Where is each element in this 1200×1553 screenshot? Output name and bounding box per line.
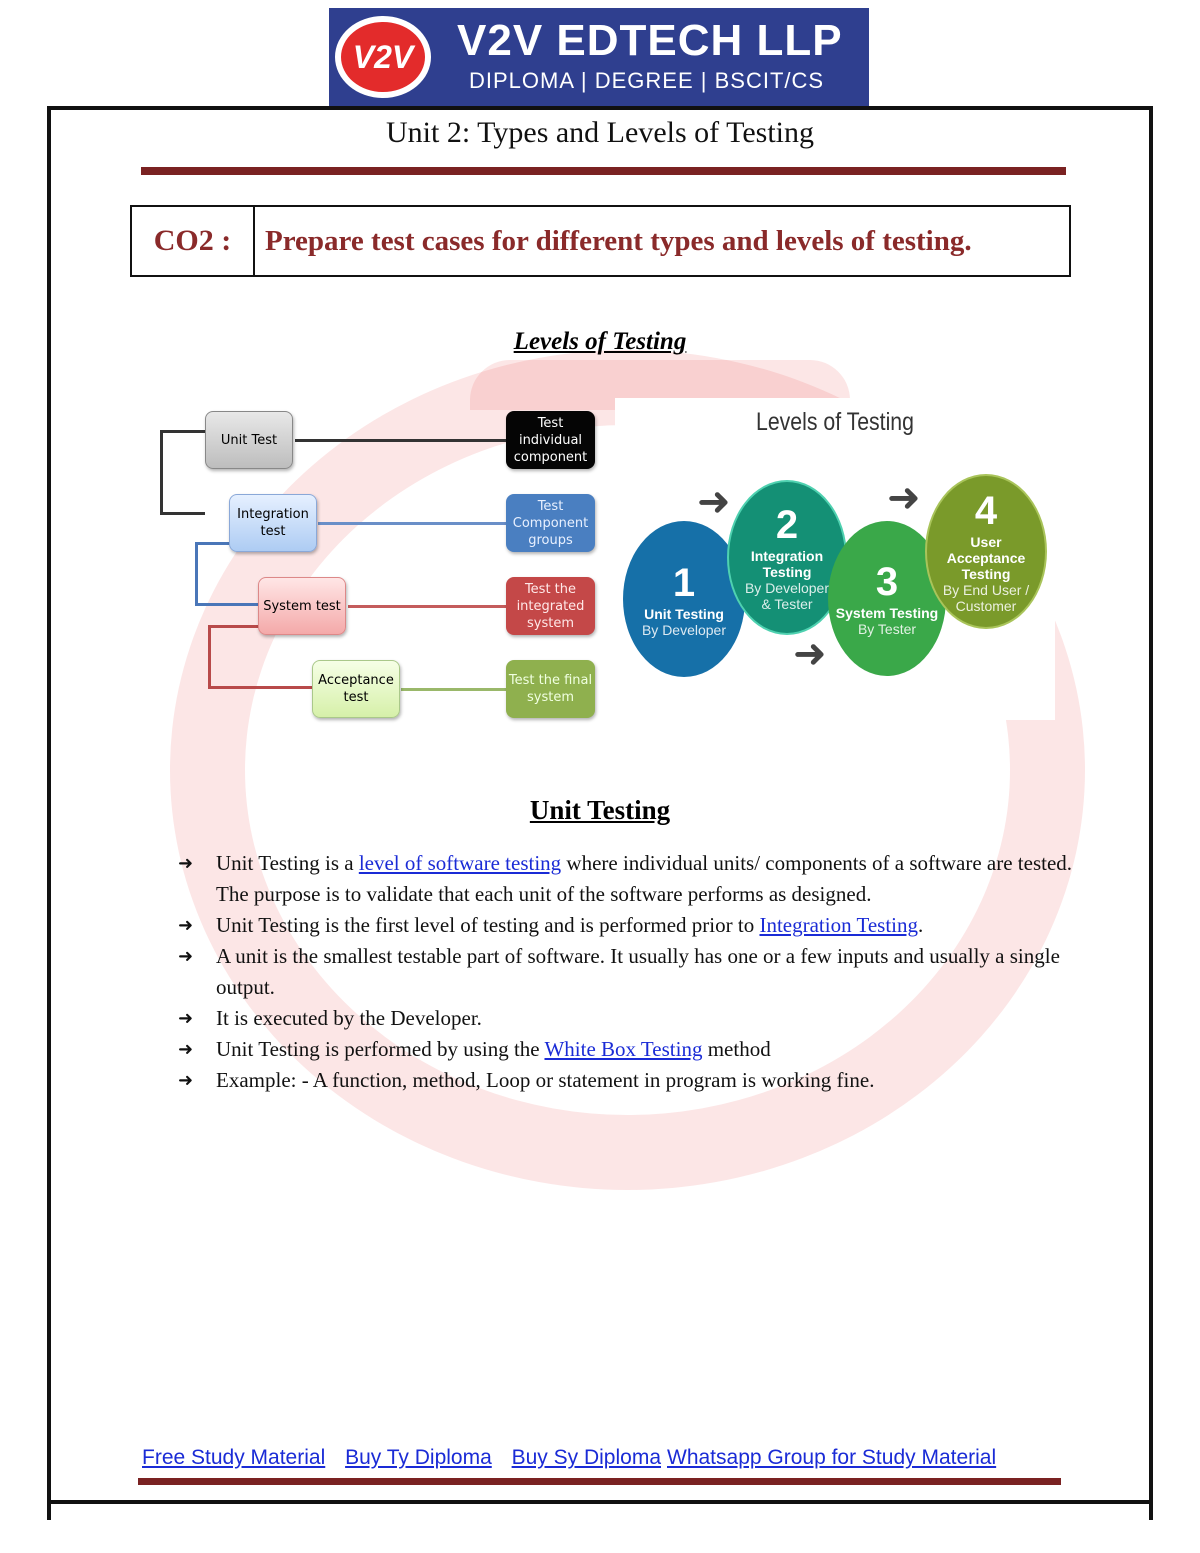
link-level-of-software-testing[interactable]: level of software testing	[358, 851, 562, 875]
list-item: ➜ Unit Testing is the first level of test…	[178, 910, 1108, 941]
text: .	[918, 913, 924, 937]
text: It is executed by the Developer.	[216, 1006, 482, 1030]
link-buy-sy-diploma[interactable]: Buy Sy Diploma	[511, 1446, 661, 1469]
footer-divider	[138, 1478, 1061, 1485]
arrow	[348, 605, 508, 608]
text: Example: - A function, method, Loop or s…	[216, 1068, 875, 1092]
text: A unit is the smallest testable part of …	[216, 944, 1060, 999]
step-name: Unit Testing	[644, 605, 724, 622]
list-item: ➜ Example: - A function, method, Loop or …	[178, 1065, 1108, 1096]
arrow-bullet-icon: ➜	[178, 853, 194, 873]
page-frame	[47, 106, 1153, 1504]
text: Unit Testing is performed by using the	[216, 1037, 545, 1061]
link-buy-ty-diploma[interactable]: Buy Ty Diploma	[345, 1446, 492, 1469]
step-number: 3	[875, 560, 899, 604]
step-number: 4	[974, 489, 998, 533]
logo-banner: V2V V2V EDTECH LLP DIPLOMA | DEGREE | BS…	[329, 8, 869, 106]
co-label: CO2 :	[132, 207, 255, 275]
arrow-bullet-icon: ➜	[178, 1039, 194, 1059]
arrow	[295, 439, 507, 442]
list-item: ➜ Unit Testing is a level of software tes…	[178, 848, 1108, 910]
step-1-circle: 1 Unit Testing By Developer	[623, 521, 745, 677]
step-name: Integration Testing	[750, 548, 824, 580]
desc-box-integration: Test Component groups	[506, 494, 595, 552]
step-name: System Testing	[835, 605, 939, 621]
step-owner: By End User / Customer	[942, 582, 1030, 614]
text: where individual units/ components of a …	[216, 851, 1073, 906]
connector	[160, 430, 205, 515]
link-integration-testing[interactable]: Integration Testing	[759, 913, 918, 937]
desc-box-unit: Test individual component	[506, 411, 595, 469]
desc-box-system: Test the integrated system	[506, 577, 595, 635]
arrow-bullet-icon: ➜	[178, 946, 194, 966]
title-divider	[141, 167, 1066, 175]
frame-edge	[1149, 1500, 1153, 1520]
system-test-box: System test	[258, 577, 346, 635]
arrow-icon: ➜	[793, 631, 827, 676]
arrow-icon: ➜	[697, 479, 731, 524]
unit-testing-list: ➜ Unit Testing is a level of software tes…	[178, 848, 1108, 1096]
step-owner: By Developer & Tester	[744, 580, 830, 612]
step-number: 1	[672, 560, 696, 605]
list-item: ➜ It is executed by the Developer.	[178, 1003, 1108, 1034]
text: Unit Testing is a	[216, 851, 359, 875]
step-name: User Acceptance Testing	[946, 534, 1026, 582]
text: method	[702, 1037, 771, 1061]
step-4-circle: 4 User Acceptance Testing By End User / …	[925, 474, 1047, 629]
footer-links: Free Study Material Buy Ty Diploma Buy S…	[142, 1446, 1010, 1470]
step-owner: By Developer	[641, 621, 727, 638]
unit-testing-heading: Unit Testing	[529, 795, 671, 825]
acceptance-test-box: Acceptance test	[312, 660, 400, 718]
desc-box-acceptance: Test the final system	[506, 660, 595, 718]
frame-edge	[47, 1500, 51, 1520]
arrow-bullet-icon: ➜	[178, 1008, 194, 1028]
arrow	[401, 688, 508, 691]
link-whatsapp-group[interactable]: Whatsapp Group for Study Material	[667, 1446, 997, 1469]
text: Unit Testing is the first level of testi…	[216, 913, 760, 937]
logo-name: V2V EDTECH LLP	[457, 16, 843, 65]
arrow-bullet-icon: ➜	[178, 915, 194, 935]
arrow-bullet-icon: ➜	[178, 1070, 194, 1090]
list-item: ➜Unit Testing is performed by using the …	[178, 1034, 1108, 1065]
logo-badge: V2V	[335, 16, 431, 98]
step-number: 2	[775, 503, 799, 547]
co-text: Prepare test cases for different types a…	[265, 224, 972, 257]
connector	[195, 542, 260, 606]
list-item: ➜ A unit is the smallest testable part of…	[178, 941, 1108, 1003]
page-title: Unit 2: Types and Levels of Testing	[386, 116, 814, 149]
link-free-study-material[interactable]: Free Study Material	[142, 1446, 326, 1469]
graphic-title: Levels of Testing	[756, 408, 914, 436]
course-outcome-box: CO2 : Prepare test cases for different t…	[130, 205, 1071, 277]
integration-test-box: Integration test	[229, 494, 317, 552]
logo-subtitle: DIPLOMA | DEGREE | BSCIT/CS	[469, 68, 825, 93]
section-heading: Levels of Testing	[513, 328, 687, 355]
step-2-circle: 2 Integration Testing By Developer & Tes…	[727, 480, 847, 635]
link-white-box-testing[interactable]: White Box Testing	[544, 1037, 703, 1061]
unit-test-box: Unit Test	[205, 411, 293, 469]
arrow	[318, 522, 508, 525]
arrow-icon: ➜	[887, 475, 921, 520]
levels-graphic: Levels of Testing ➜ ➜ ➜ 1 Unit Testing B…	[615, 398, 1055, 720]
step-owner: By Tester	[857, 621, 917, 637]
